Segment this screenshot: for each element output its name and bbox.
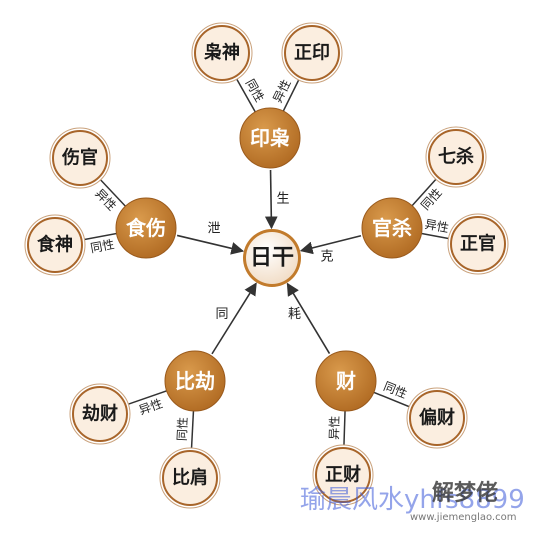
watermark-logo-text: 解梦佬	[432, 480, 498, 506]
edge-label: 同性	[89, 237, 115, 255]
leaf-node: 枭神	[191, 22, 253, 84]
leaf-label: 劫财	[82, 403, 118, 425]
edge-label: 同性	[382, 379, 410, 401]
edge-label: 同性	[243, 77, 267, 105]
edge-label: 异性	[327, 415, 342, 439]
hub-label: 印枭	[250, 126, 290, 150]
arrow-bijie	[211, 282, 257, 355]
leaf-node: 伤官	[49, 127, 111, 189]
watermark-text: 瑜晨风水yhfs8899	[300, 485, 525, 515]
leaf-label: 比肩	[172, 467, 208, 489]
edge-label: 异性	[92, 186, 119, 213]
watermark: 瑜晨风水yhfs8899 解梦佬 www.jiemenglao.com	[300, 480, 525, 523]
leaf-node: 劫财	[69, 383, 131, 445]
hub-label: 财	[336, 369, 356, 393]
hub-node-cai: 财	[315, 350, 377, 412]
leaf-node: 比肩	[159, 447, 221, 509]
arrow-label-cai: 耗	[288, 307, 301, 322]
leaf-node: 七杀	[425, 126, 487, 188]
leaf-label: 正官	[460, 233, 496, 255]
arrow-shishang	[176, 234, 245, 255]
arrow-yinxiao	[264, 169, 278, 230]
leaf-node: 食神	[24, 214, 86, 276]
hub-node-shishang: 食伤	[115, 197, 177, 259]
leaf-node: 正官	[447, 213, 509, 275]
arrow-cai	[286, 282, 331, 354]
arrow-label-guansha: 克	[321, 250, 334, 265]
hub-label: 比劫	[175, 369, 215, 393]
edge-label: 异性	[270, 77, 293, 105]
arrow-guansha	[299, 234, 362, 255]
edge-label: 同性	[175, 417, 190, 442]
leaf-node: 正印	[281, 22, 343, 84]
edge-label: 异性	[424, 217, 450, 235]
hub-label: 食伤	[126, 216, 166, 240]
hub-node-yinxiao: 印枭	[239, 107, 301, 169]
hub-label: 官杀	[372, 216, 412, 240]
arrow-label-bijie: 同	[216, 307, 229, 322]
leaf-label: 偏财	[419, 407, 455, 429]
hub-node-guansha: 官杀	[361, 197, 423, 259]
leaf-label: 正财	[325, 464, 361, 486]
leaf-label: 七杀	[438, 146, 474, 168]
arrow-label-yinxiao: 生	[277, 191, 290, 206]
hub-node-bijie: 比劫	[164, 350, 226, 412]
arrow-label-shishang: 泄	[207, 222, 220, 237]
leaf-node: 偏财	[406, 387, 468, 449]
leaf-node: 正财	[312, 444, 374, 506]
leaf-label: 伤官	[61, 147, 98, 169]
leaf-label: 正印	[294, 43, 330, 64]
center-node: 日干	[243, 229, 301, 287]
center-label: 日干	[250, 246, 294, 271]
leaf-label: 食神	[36, 234, 73, 256]
watermark-url: www.jiemenglao.com	[410, 512, 516, 523]
edge-label: 同性	[418, 186, 444, 213]
leaf-label: 枭神	[203, 42, 240, 64]
